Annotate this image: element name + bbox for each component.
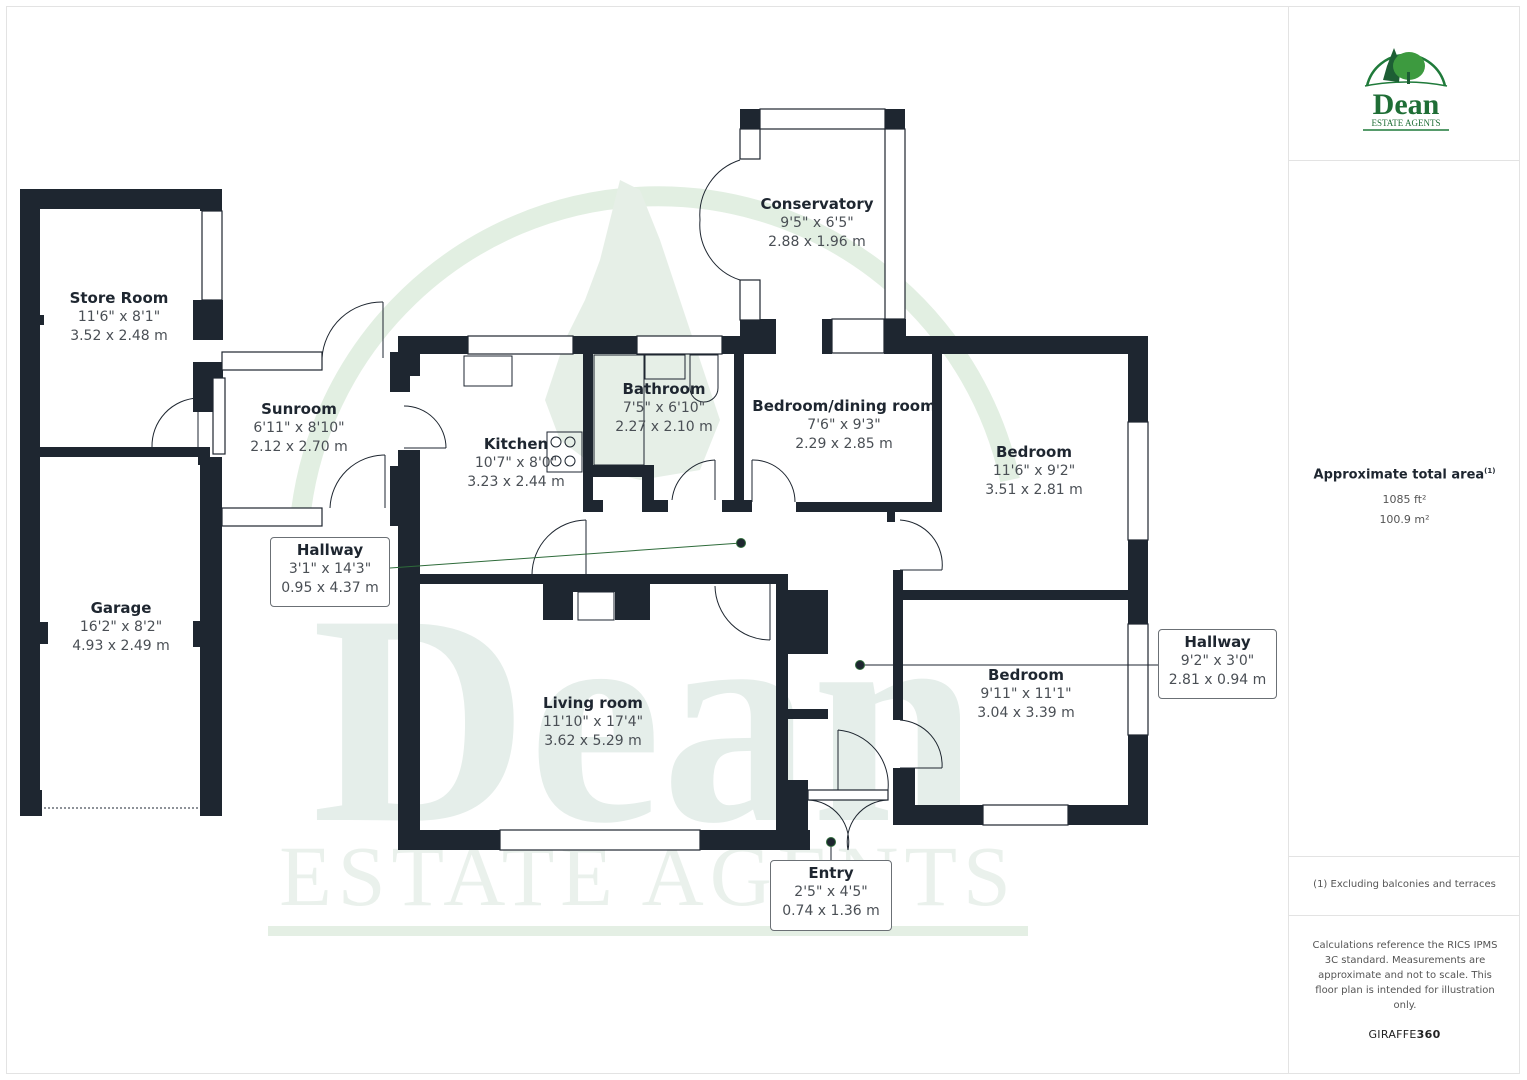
room-dimensions-metric: 3.04 x 3.39 m xyxy=(977,705,1075,721)
room-label-living-room: Living room 11'10" x 17'4" 3.62 x 5.29 m xyxy=(543,694,643,751)
room-dimensions-imperial: 11'10" x 17'4" xyxy=(542,714,644,730)
room-dimensions-imperial: 9'5" x 6'5" xyxy=(780,215,854,231)
room-dimensions-metric: 2.27 x 2.10 m xyxy=(615,419,713,435)
walls xyxy=(20,109,1148,850)
room-dimensions-imperial: 11'6" x 8'1" xyxy=(77,309,161,325)
room-name: Garage xyxy=(90,599,152,617)
room-name: Sunroom xyxy=(261,400,337,418)
total-area-title-text: Approximate total area xyxy=(1313,467,1485,483)
room-dimensions-metric: 2.29 x 2.85 m xyxy=(795,436,893,452)
divider xyxy=(1289,160,1520,161)
callout-name: Hallway xyxy=(1184,633,1251,651)
room-dimensions-imperial: 6'11" x 8'10" xyxy=(253,420,345,436)
callout-hallway-east: Hallway 9'2" x 3'0" 2.81 x 0.94 m xyxy=(1158,629,1277,699)
floor-plan-frame xyxy=(6,6,1520,1074)
room-name: Bedroom xyxy=(988,666,1064,684)
room-dimensions-imperial: 7'5" x 6'10" xyxy=(622,400,706,416)
callout-entry: Entry 2'5" x 4'5" 0.74 x 1.36 m xyxy=(770,860,892,931)
room-dimensions-metric: 2.88 x 1.96 m xyxy=(768,234,866,250)
room-dimensions-imperial: 10'7" x 8'0" xyxy=(474,455,558,471)
room-dimensions-metric: 2.12 x 2.70 m xyxy=(250,439,348,455)
room-dimensions-imperial: 11'6" x 9'2" xyxy=(992,463,1076,479)
room-dimensions-metric: 3.23 x 2.44 m xyxy=(467,474,565,490)
callout-dimensions-metric: 0.74 x 1.36 m xyxy=(782,903,880,919)
callout-dimensions-imperial: 9'2" x 3'0" xyxy=(1180,653,1255,669)
room-label-garage: Garage 16'2" x 8'2" 4.93 x 2.49 m xyxy=(72,599,170,656)
footnote-marker: (1) xyxy=(1484,467,1496,475)
doors xyxy=(40,159,943,851)
fixtures xyxy=(463,354,719,621)
windows xyxy=(201,108,1149,851)
dean-logo: Dean ESTATE AGENTS xyxy=(1363,48,1449,131)
floor-plan-drawing: Dean ESTATE AGENTS xyxy=(20,108,1158,936)
provider-prefix: GIRAFFE xyxy=(1368,1028,1417,1041)
room-dimensions-metric: 3.52 x 2.48 m xyxy=(70,328,168,344)
room-name: Conservatory xyxy=(760,195,874,213)
callout-name: Entry xyxy=(808,864,854,882)
callout-dimensions-imperial: 2'5" x 4'5" xyxy=(794,884,868,900)
room-name: Living room xyxy=(543,694,643,712)
provider-brand: GIRAFFE360 xyxy=(1289,1028,1520,1041)
divider xyxy=(1289,915,1520,916)
total-area-title: Approximate total area(1) xyxy=(1289,467,1520,482)
room-name: Bathroom xyxy=(622,380,706,398)
room-label-store-room: Store Room 11'6" x 8'1" 3.52 x 2.48 m xyxy=(70,289,169,346)
room-label-bedroom-2: Bedroom 9'11" x 11'1" 3.04 x 3.39 m xyxy=(977,666,1075,723)
room-name: Kitchen xyxy=(483,435,549,453)
disclaimer: Calculations reference the RICS IPMS 3C … xyxy=(1312,940,1498,1011)
room-dimensions-imperial: 9'11" x 11'1" xyxy=(980,686,1072,702)
logo-tagline: ESTATE AGENTS xyxy=(1371,118,1440,128)
room-label-kitchen: Kitchen 10'7" x 8'0" 3.23 x 2.44 m xyxy=(467,435,565,492)
room-label-bathroom: Bathroom 7'5" x 6'10" 2.27 x 2.10 m xyxy=(615,380,713,437)
room-dimensions-imperial: 7'6" x 9'3" xyxy=(807,417,881,433)
connectors xyxy=(389,538,1158,860)
room-name: Bedroom/dining room xyxy=(752,397,936,415)
room-dimensions-metric: 3.51 x 2.81 m xyxy=(985,482,1083,498)
room-label-sunroom: Sunroom 6'11" x 8'10" 2.12 x 2.70 m xyxy=(250,400,348,457)
logo-name: Dean xyxy=(1373,88,1440,121)
total-area-ft: 1085 ft² xyxy=(1382,493,1427,506)
callout-dimensions-metric: 2.81 x 0.94 m xyxy=(1168,672,1267,688)
room-label-conservatory: Conservatory 9'5" x 6'5" 2.88 x 1.96 m xyxy=(760,195,873,252)
callout-hallway-west: Hallway 3'1" x 14'3" 0.95 x 4.37 m xyxy=(270,537,390,607)
provider-suffix: 360 xyxy=(1416,1028,1441,1041)
divider xyxy=(1289,856,1520,857)
info-sidebar: Dean ESTATE AGENTS Approximate total are… xyxy=(1288,6,1520,1074)
room-dimensions-imperial: 16'2" x 8'2" xyxy=(79,619,163,635)
room-name: Bedroom xyxy=(996,443,1072,461)
callout-dimensions-imperial: 3'1" x 14'3" xyxy=(288,561,372,577)
callout-name: Hallway xyxy=(296,541,364,559)
callout-dimensions-metric: 0.95 x 4.37 m xyxy=(281,580,379,596)
room-dimensions-metric: 4.93 x 2.49 m xyxy=(72,638,170,654)
room-label-bedroom-1: Bedroom 11'6" x 9'2" 3.51 x 2.81 m xyxy=(985,443,1083,500)
room-label-bedroom-dining: Bedroom/dining room 7'6" x 9'3" 2.29 x 2… xyxy=(752,397,935,454)
footnote: (1) Excluding balconies and terraces xyxy=(1313,879,1496,890)
room-dimensions-metric: 3.62 x 5.29 m xyxy=(544,733,642,749)
total-area-m: 100.9 m² xyxy=(1379,513,1430,526)
room-name: Store Room xyxy=(69,289,169,307)
